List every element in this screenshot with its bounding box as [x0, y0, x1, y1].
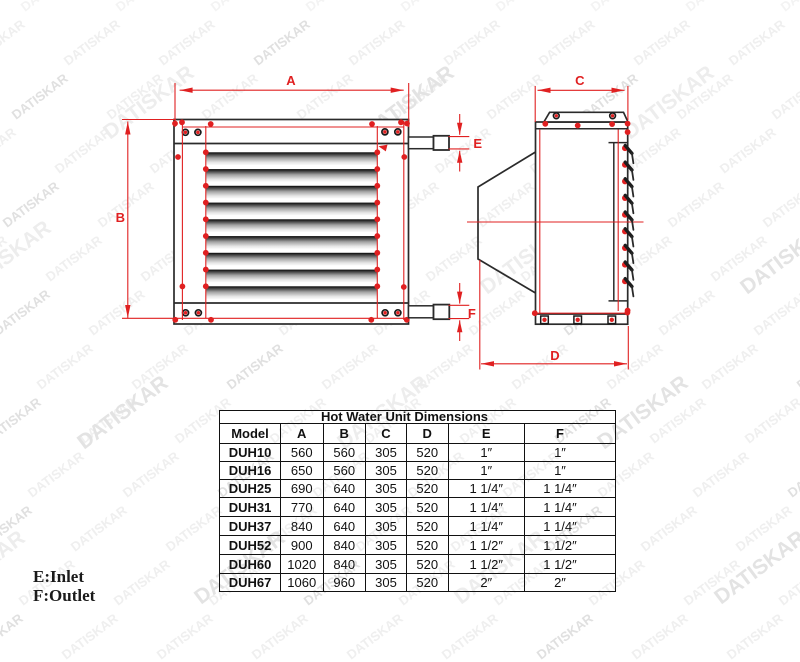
svg-text:DATISKAR: DATISKAR: [346, 16, 408, 68]
svg-text:DATISKAR: DATISKAR: [59, 610, 121, 662]
svg-text:DATISKAR: DATISKAR: [61, 16, 123, 68]
svg-text:DATISKAR: DATISKAR: [493, 0, 555, 14]
svg-text:DATISKAR: DATISKAR: [34, 340, 96, 392]
svg-text:F: F: [468, 306, 476, 321]
svg-text:DATISKAR: DATISKAR: [760, 178, 800, 230]
svg-text:DATISKAR: DATISKAR: [68, 502, 130, 554]
svg-text:DATISKAR: DATISKAR: [18, 0, 80, 14]
svg-text:DATISKAR: DATISKAR: [742, 394, 800, 446]
svg-text:DATISKAR: DATISKAR: [163, 502, 225, 554]
svg-text:DATISKAR: DATISKAR: [111, 556, 173, 608]
svg-text:DATISKAR: DATISKAR: [73, 371, 172, 454]
svg-text:DATISKAR: DATISKAR: [156, 16, 218, 68]
svg-text:DATISKAR: DATISKAR: [785, 448, 800, 500]
svg-text:DATISKAR: DATISKAR: [769, 70, 800, 122]
svg-text:B: B: [116, 210, 125, 225]
svg-text:DATISKAR: DATISKAR: [475, 178, 537, 230]
svg-text:DATISKAR: DATISKAR: [0, 286, 53, 338]
svg-text:A: A: [286, 73, 296, 88]
svg-text:DATISKAR: DATISKAR: [690, 448, 752, 500]
svg-text:DATISKAR: DATISKAR: [303, 0, 365, 14]
svg-text:DATISKAR: DATISKAR: [629, 610, 691, 662]
svg-text:DATISKAR: DATISKAR: [113, 0, 175, 14]
svg-text:DATISKAR: DATISKAR: [43, 232, 105, 284]
svg-text:DATISKAR: DATISKAR: [778, 0, 800, 14]
svg-text:DATISKAR: DATISKAR: [794, 340, 800, 392]
svg-text:DATISKAR: DATISKAR: [441, 16, 503, 68]
svg-text:DATISKAR: DATISKAR: [294, 70, 356, 122]
svg-text:DATISKAR: DATISKAR: [423, 232, 485, 284]
svg-text:DATISKAR: DATISKAR: [588, 0, 650, 14]
svg-text:DATISKAR: DATISKAR: [656, 286, 718, 338]
svg-text:DATISKAR: DATISKAR: [724, 610, 786, 662]
svg-text:DATISKAR: DATISKAR: [683, 0, 745, 14]
svg-text:DATISKAR: DATISKAR: [25, 448, 87, 500]
svg-text:DATISKAR: DATISKAR: [9, 70, 71, 122]
svg-text:DATISKAR: DATISKAR: [536, 16, 598, 68]
svg-text:DATISKAR: DATISKAR: [199, 70, 261, 122]
svg-text:DATISKAR: DATISKAR: [699, 340, 761, 392]
svg-text:DATISKAR: DATISKAR: [0, 124, 19, 176]
svg-text:DATISKAR: DATISKAR: [509, 340, 571, 392]
svg-text:DATISKAR: DATISKAR: [154, 610, 216, 662]
svg-text:DATISKAR: DATISKAR: [439, 610, 501, 662]
svg-text:E: E: [473, 136, 482, 151]
svg-text:DATISKAR: DATISKAR: [0, 178, 62, 230]
svg-text:DATISKAR: DATISKAR: [249, 610, 311, 662]
svg-text:DATISKAR: DATISKAR: [484, 70, 546, 122]
svg-text:D: D: [550, 348, 559, 363]
svg-text:DATISKAR: DATISKAR: [665, 178, 727, 230]
svg-text:DATISKAR: DATISKAR: [0, 340, 1, 392]
svg-text:DATISKAR: DATISKAR: [604, 340, 666, 392]
svg-text:DATISKAR: DATISKAR: [726, 16, 788, 68]
svg-text:DATISKAR: DATISKAR: [86, 286, 148, 338]
svg-text:DATISKAR: DATISKAR: [344, 610, 406, 662]
svg-text:DATISKAR: DATISKAR: [120, 448, 182, 500]
svg-text:DATISKAR: DATISKAR: [751, 286, 800, 338]
svg-text:DATISKAR: DATISKAR: [398, 0, 460, 14]
svg-text:DATISKAR: DATISKAR: [319, 340, 381, 392]
svg-text:DATISKAR: DATISKAR: [95, 178, 157, 230]
svg-text:DATISKAR: DATISKAR: [208, 0, 270, 14]
svg-text:DATISKAR: DATISKAR: [251, 16, 313, 68]
svg-text:DATISKAR: DATISKAR: [638, 502, 700, 554]
svg-text:DATISKAR: DATISKAR: [0, 16, 28, 68]
svg-text:DATISKAR: DATISKAR: [224, 340, 286, 392]
svg-text:DATISKAR: DATISKAR: [0, 394, 44, 446]
svg-text:DATISKAR: DATISKAR: [717, 124, 779, 176]
svg-text:DATISKAR: DATISKAR: [631, 16, 693, 68]
svg-text:C: C: [575, 73, 585, 88]
svg-text:DATISKAR: DATISKAR: [534, 610, 596, 662]
svg-text:DATISKAR: DATISKAR: [0, 610, 26, 662]
